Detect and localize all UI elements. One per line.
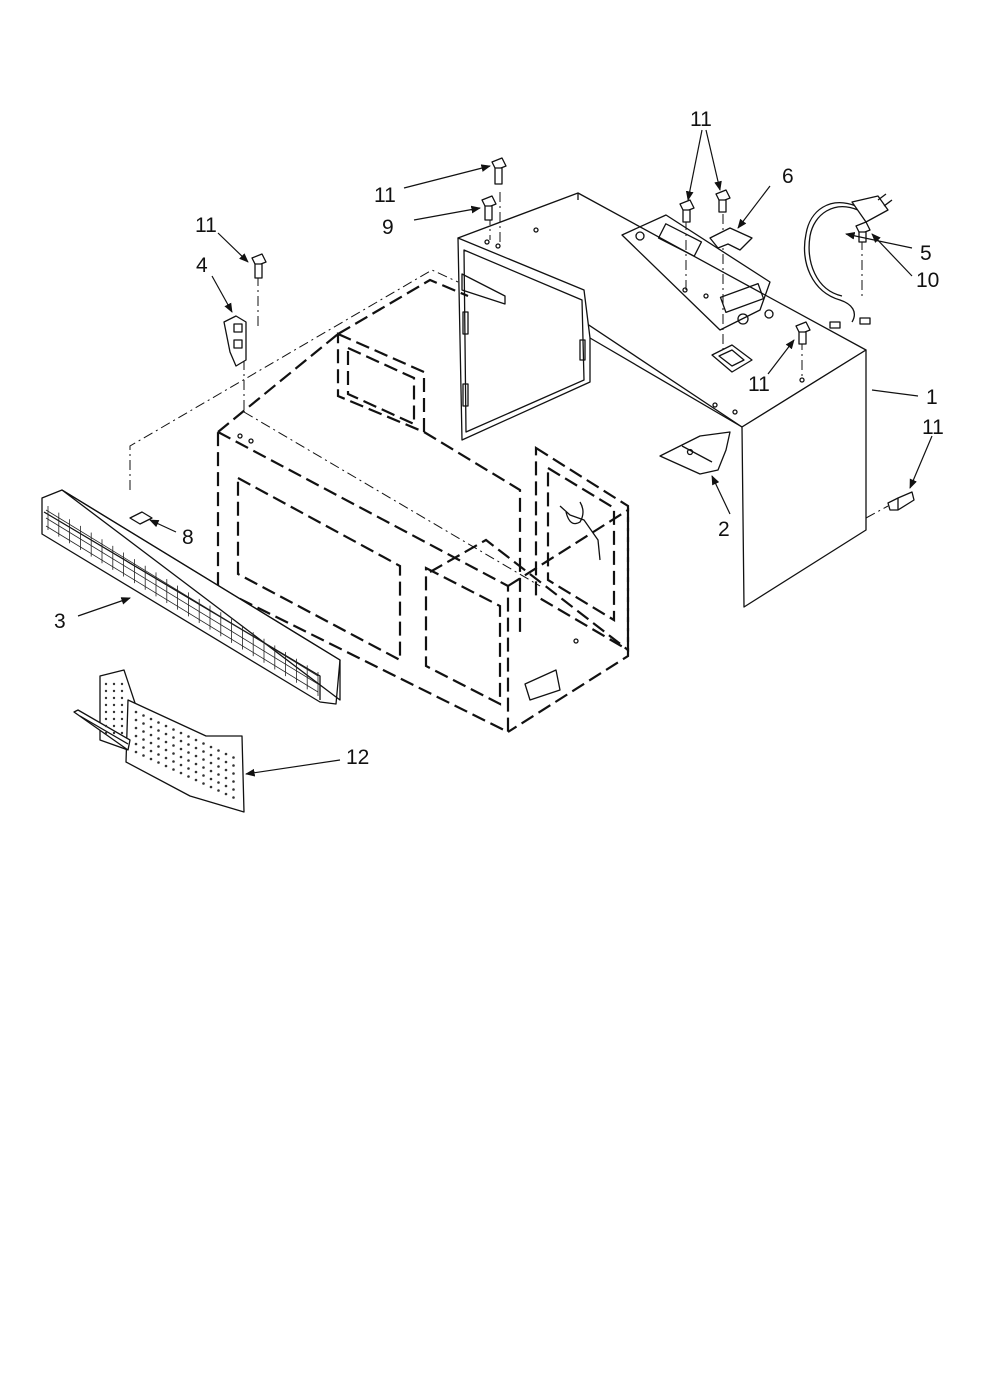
bracket-4 [223,315,247,367]
bracket-2 [659,431,731,475]
screw-center-top [491,157,507,185]
vent-grille [41,489,341,705]
callout-11-mid-right: 11 [748,373,770,396]
outer-cabinet [457,192,915,608]
callout-8: 8 [182,526,194,549]
callout-3: 3 [54,610,66,633]
screw-top-right-b [715,189,731,213]
callout-11-top-left: 11 [195,214,217,237]
side-screw [865,491,915,519]
clip-8 [129,511,153,525]
filter-mesh [104,682,235,799]
screw-9 [481,195,497,221]
callout-2: 2 [718,518,730,541]
inner-cavity [216,278,630,734]
callout-9: 9 [382,216,394,239]
screw-top-left [251,253,267,279]
callout-11-top-right: 11 [690,108,712,131]
bracket-6 [709,227,753,251]
callout-leaders [77,129,933,777]
callout-11-center-top: 11 [374,184,396,207]
callout-5: 5 [920,242,932,265]
callout-labels: 11 4 11 9 11 6 5 10 11 1 11 2 8 3 12 [54,108,944,769]
callout-4: 4 [196,254,208,277]
callout-10: 10 [916,269,939,292]
power-cord [803,193,893,329]
grease-filter [73,669,245,813]
callout-12: 12 [346,746,369,769]
screw-mid-right [795,321,811,345]
callout-1: 1 [926,386,938,409]
callout-11-right-side: 11 [922,416,944,439]
callout-6: 6 [782,165,794,188]
vent-grille-slots [45,506,319,696]
screw-top-right-a [679,199,695,223]
